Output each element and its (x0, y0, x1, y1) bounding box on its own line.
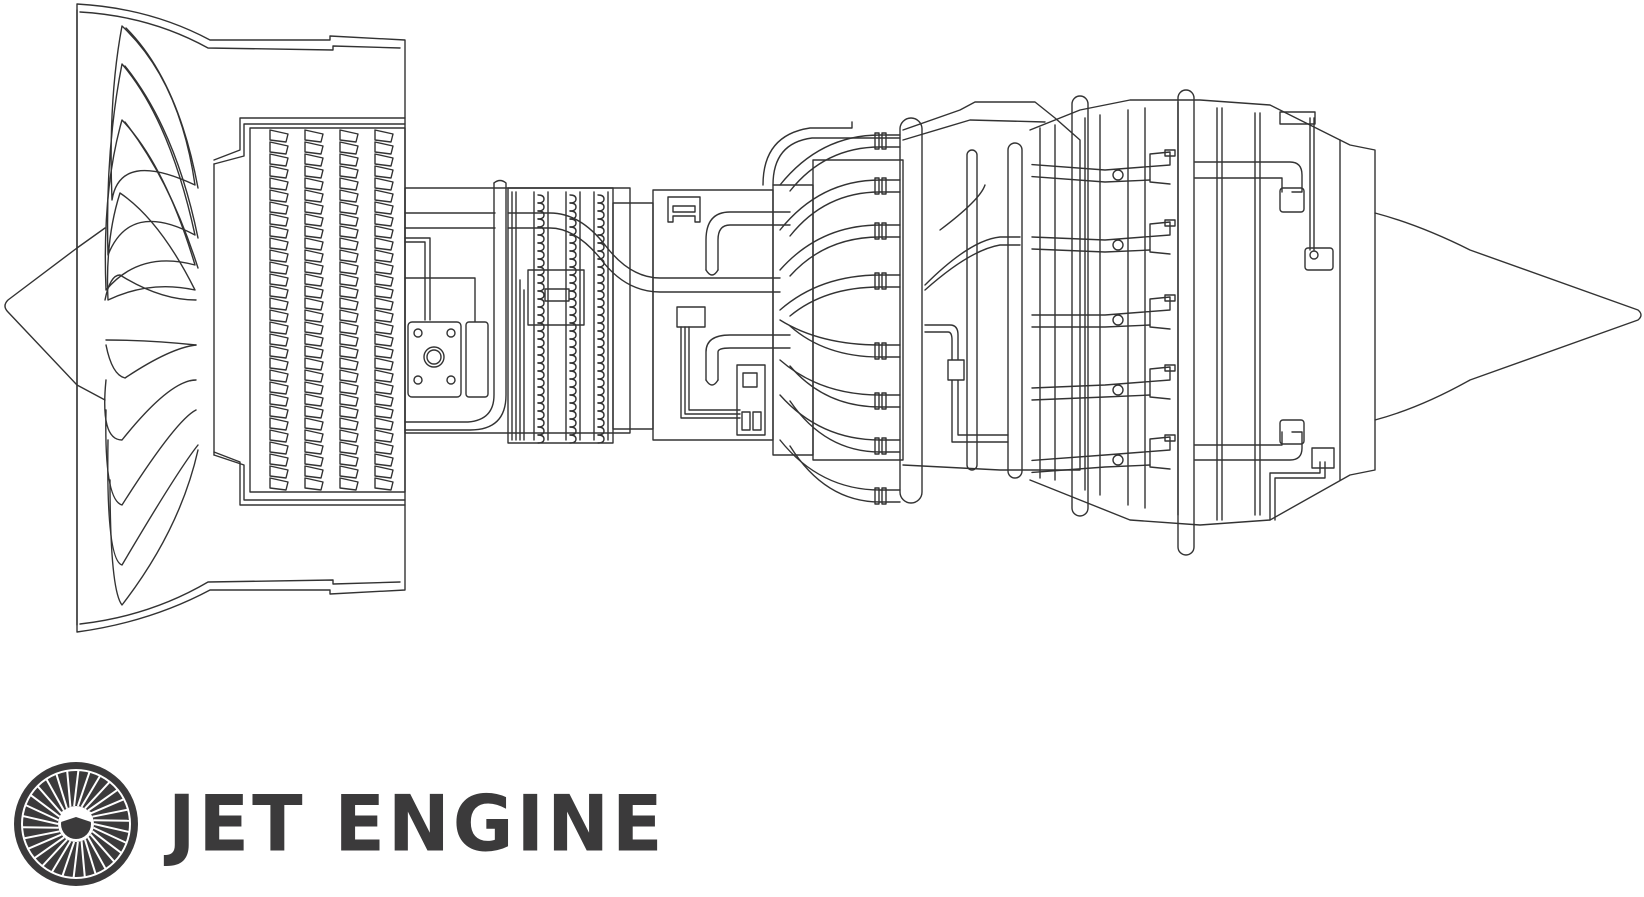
exhaust-cone (1374, 212, 1642, 421)
accessory-section (404, 179, 781, 434)
brand-lockup: JET ENGINE (12, 760, 666, 888)
turbine (1029, 89, 1376, 556)
nacelle (76, 3, 406, 633)
fan-blades (104, 25, 199, 606)
spinner-cone (4, 227, 106, 401)
combustor (762, 101, 1081, 505)
jet-engine-illustration (4, 3, 1642, 633)
page-title: JET ENGINE (168, 778, 666, 870)
gearbox (612, 189, 791, 441)
compressor-stages (269, 129, 394, 491)
hp-compressor (507, 187, 614, 444)
turbofan-wheel-icon (14, 762, 138, 886)
